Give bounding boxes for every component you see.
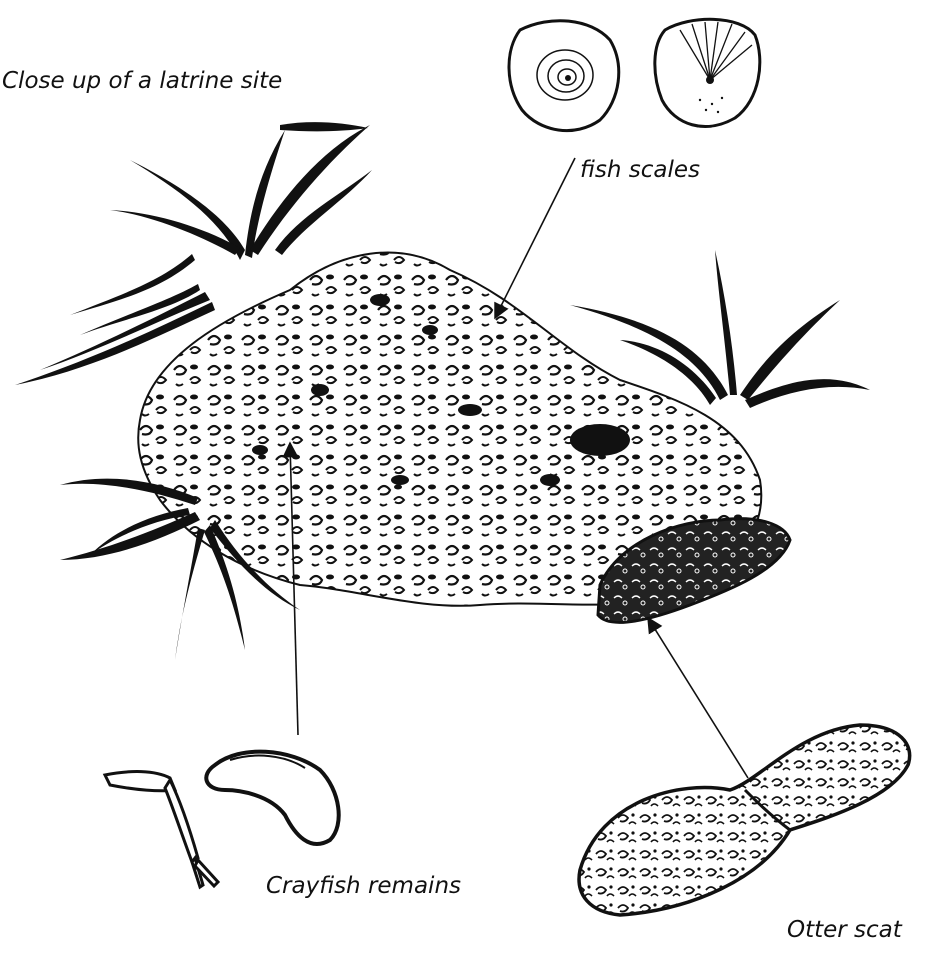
fish-scale-ctenoid [655, 19, 760, 126]
otter-scat-large [579, 725, 910, 915]
fish-scales-label: fish scales [580, 157, 700, 183]
otter-scat-label: Otter scat [787, 917, 902, 943]
grass-left-top [110, 122, 372, 260]
arrow-otter-scat [648, 618, 748, 778]
crayfish-shell [206, 752, 338, 844]
title-label: Close up of a latrine site [2, 68, 282, 94]
crayfish-remains-label: Crayfish remains [266, 873, 461, 899]
arrow-fish-scales [495, 158, 575, 318]
crayfish-leg [105, 772, 218, 887]
fish-scale-round [509, 21, 619, 131]
